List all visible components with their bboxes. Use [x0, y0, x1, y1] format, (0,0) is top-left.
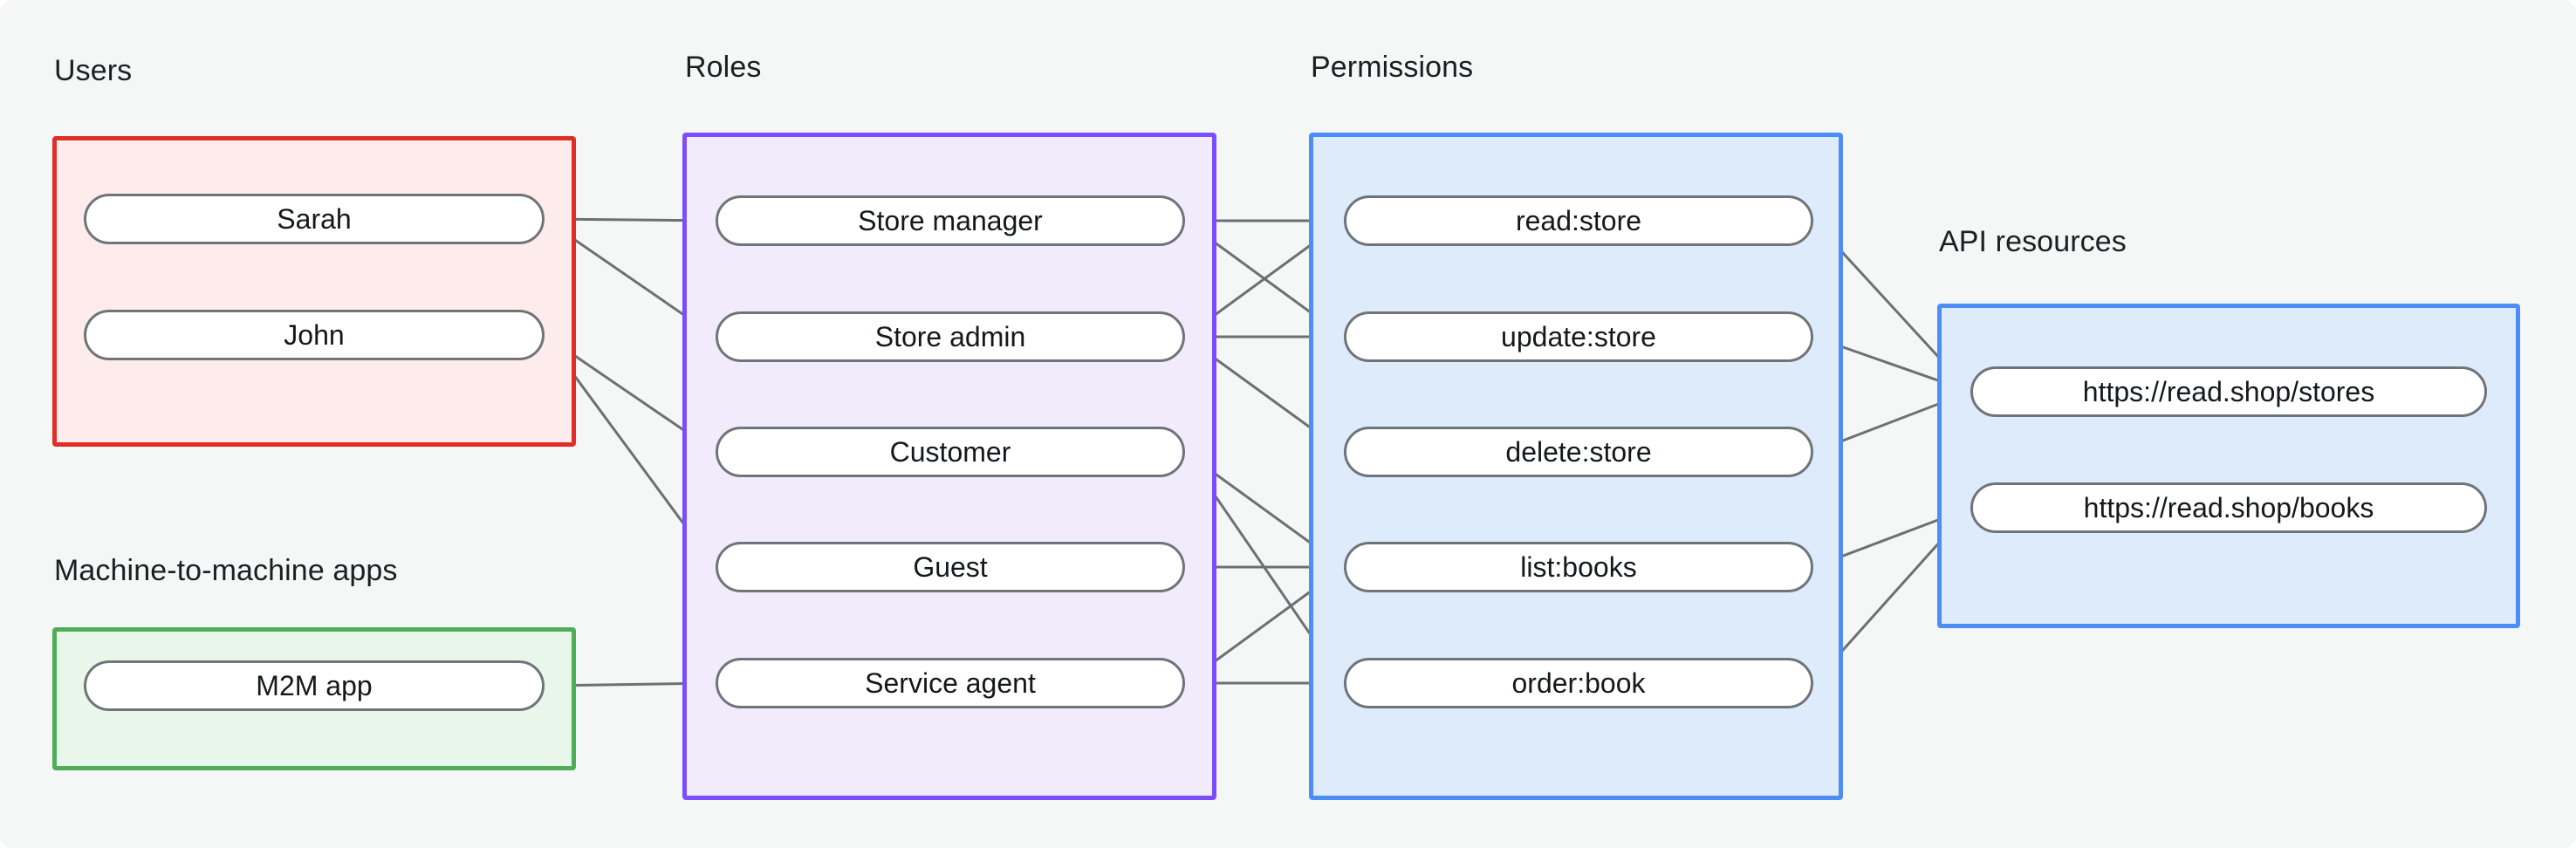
- node-customer[interactable]: Customer: [716, 427, 1185, 477]
- node-store-manager[interactable]: Store manager: [716, 195, 1185, 246]
- group-label-roles: Roles: [685, 51, 762, 84]
- group-label-api-resources: API resources: [1939, 225, 2127, 258]
- node-guest[interactable]: Guest: [716, 542, 1185, 592]
- node-res-books[interactable]: https://read.shop/books: [1970, 482, 2487, 533]
- node-service-agent[interactable]: Service agent: [716, 658, 1185, 708]
- node-m2m-app[interactable]: M2M app: [84, 660, 545, 711]
- node-res-stores[interactable]: https://read.shop/stores: [1970, 366, 2487, 417]
- group-box-api-resources: [1937, 304, 2520, 628]
- node-order-book[interactable]: order:book: [1344, 658, 1813, 708]
- node-update-store[interactable]: update:store: [1344, 311, 1813, 362]
- node-read-store[interactable]: read:store: [1344, 195, 1813, 246]
- group-label-permissions: Permissions: [1311, 51, 1474, 84]
- node-john[interactable]: John: [84, 310, 545, 360]
- node-list-books[interactable]: list:books: [1344, 542, 1813, 592]
- group-label-users: Users: [54, 54, 133, 87]
- group-label-m2m: Machine-to-machine apps: [54, 554, 398, 587]
- node-store-admin[interactable]: Store admin: [716, 311, 1185, 362]
- node-sarah[interactable]: Sarah: [84, 194, 545, 244]
- node-delete-store[interactable]: delete:store: [1344, 427, 1813, 477]
- group-box-users: [52, 136, 576, 447]
